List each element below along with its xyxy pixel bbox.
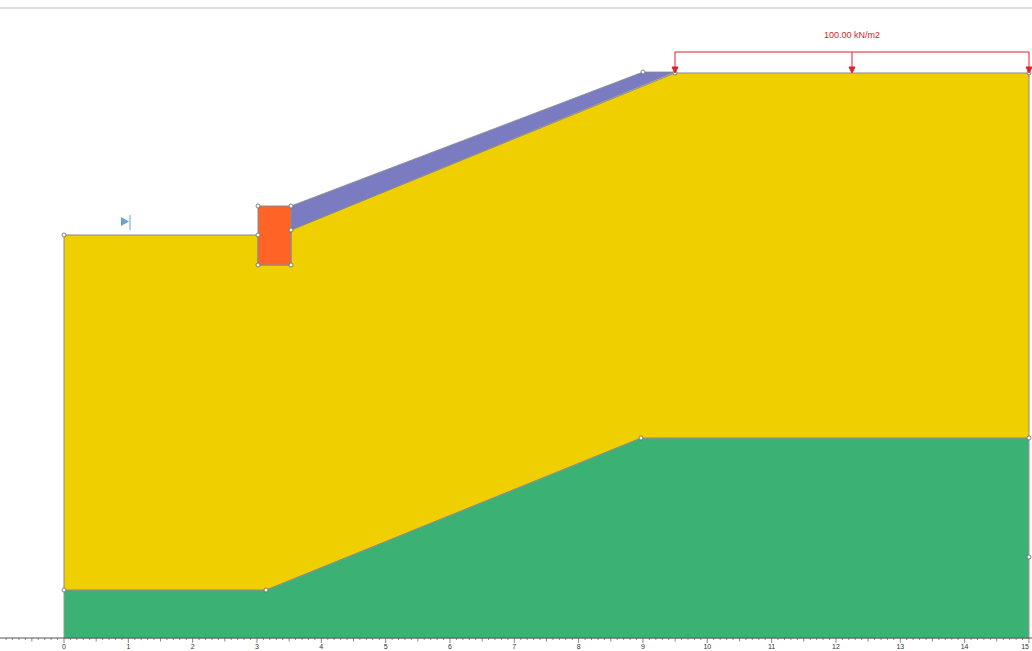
axis-tick-label: 6 <box>448 643 452 650</box>
axis-tick-label: 3 <box>255 643 259 650</box>
soil-layer <box>64 73 1029 590</box>
axis-tick-label: 10 <box>703 643 711 650</box>
load-label: 100.00 kN/m2 <box>824 31 880 40</box>
vertex-dots <box>62 70 1031 592</box>
retaining-block <box>258 206 291 265</box>
axis-tick-label: 0 <box>62 643 66 650</box>
axis-tick-label: 8 <box>577 643 581 650</box>
axis-tick-label: 15 <box>1021 643 1029 650</box>
axis-tick-label: 5 <box>384 643 388 650</box>
axis-tick-label: 2 <box>191 643 195 650</box>
axis-tick-label: 4 <box>319 643 323 650</box>
axis-tick-label: 13 <box>896 643 904 650</box>
water-table-symbol <box>121 215 130 230</box>
axis-tick-label: 12 <box>832 643 840 650</box>
x-axis <box>0 638 1032 643</box>
axis-tick-label: 11 <box>768 643 775 650</box>
axis-tick-label: 1 <box>126 643 130 650</box>
frame-line <box>0 8 1032 9</box>
cover-layer <box>291 72 675 230</box>
axis-tick-label: 9 <box>641 643 645 650</box>
axis-tick-label: 7 <box>512 643 516 650</box>
axis-tick-label: 14 <box>961 643 969 650</box>
distributed-load <box>672 52 1032 73</box>
